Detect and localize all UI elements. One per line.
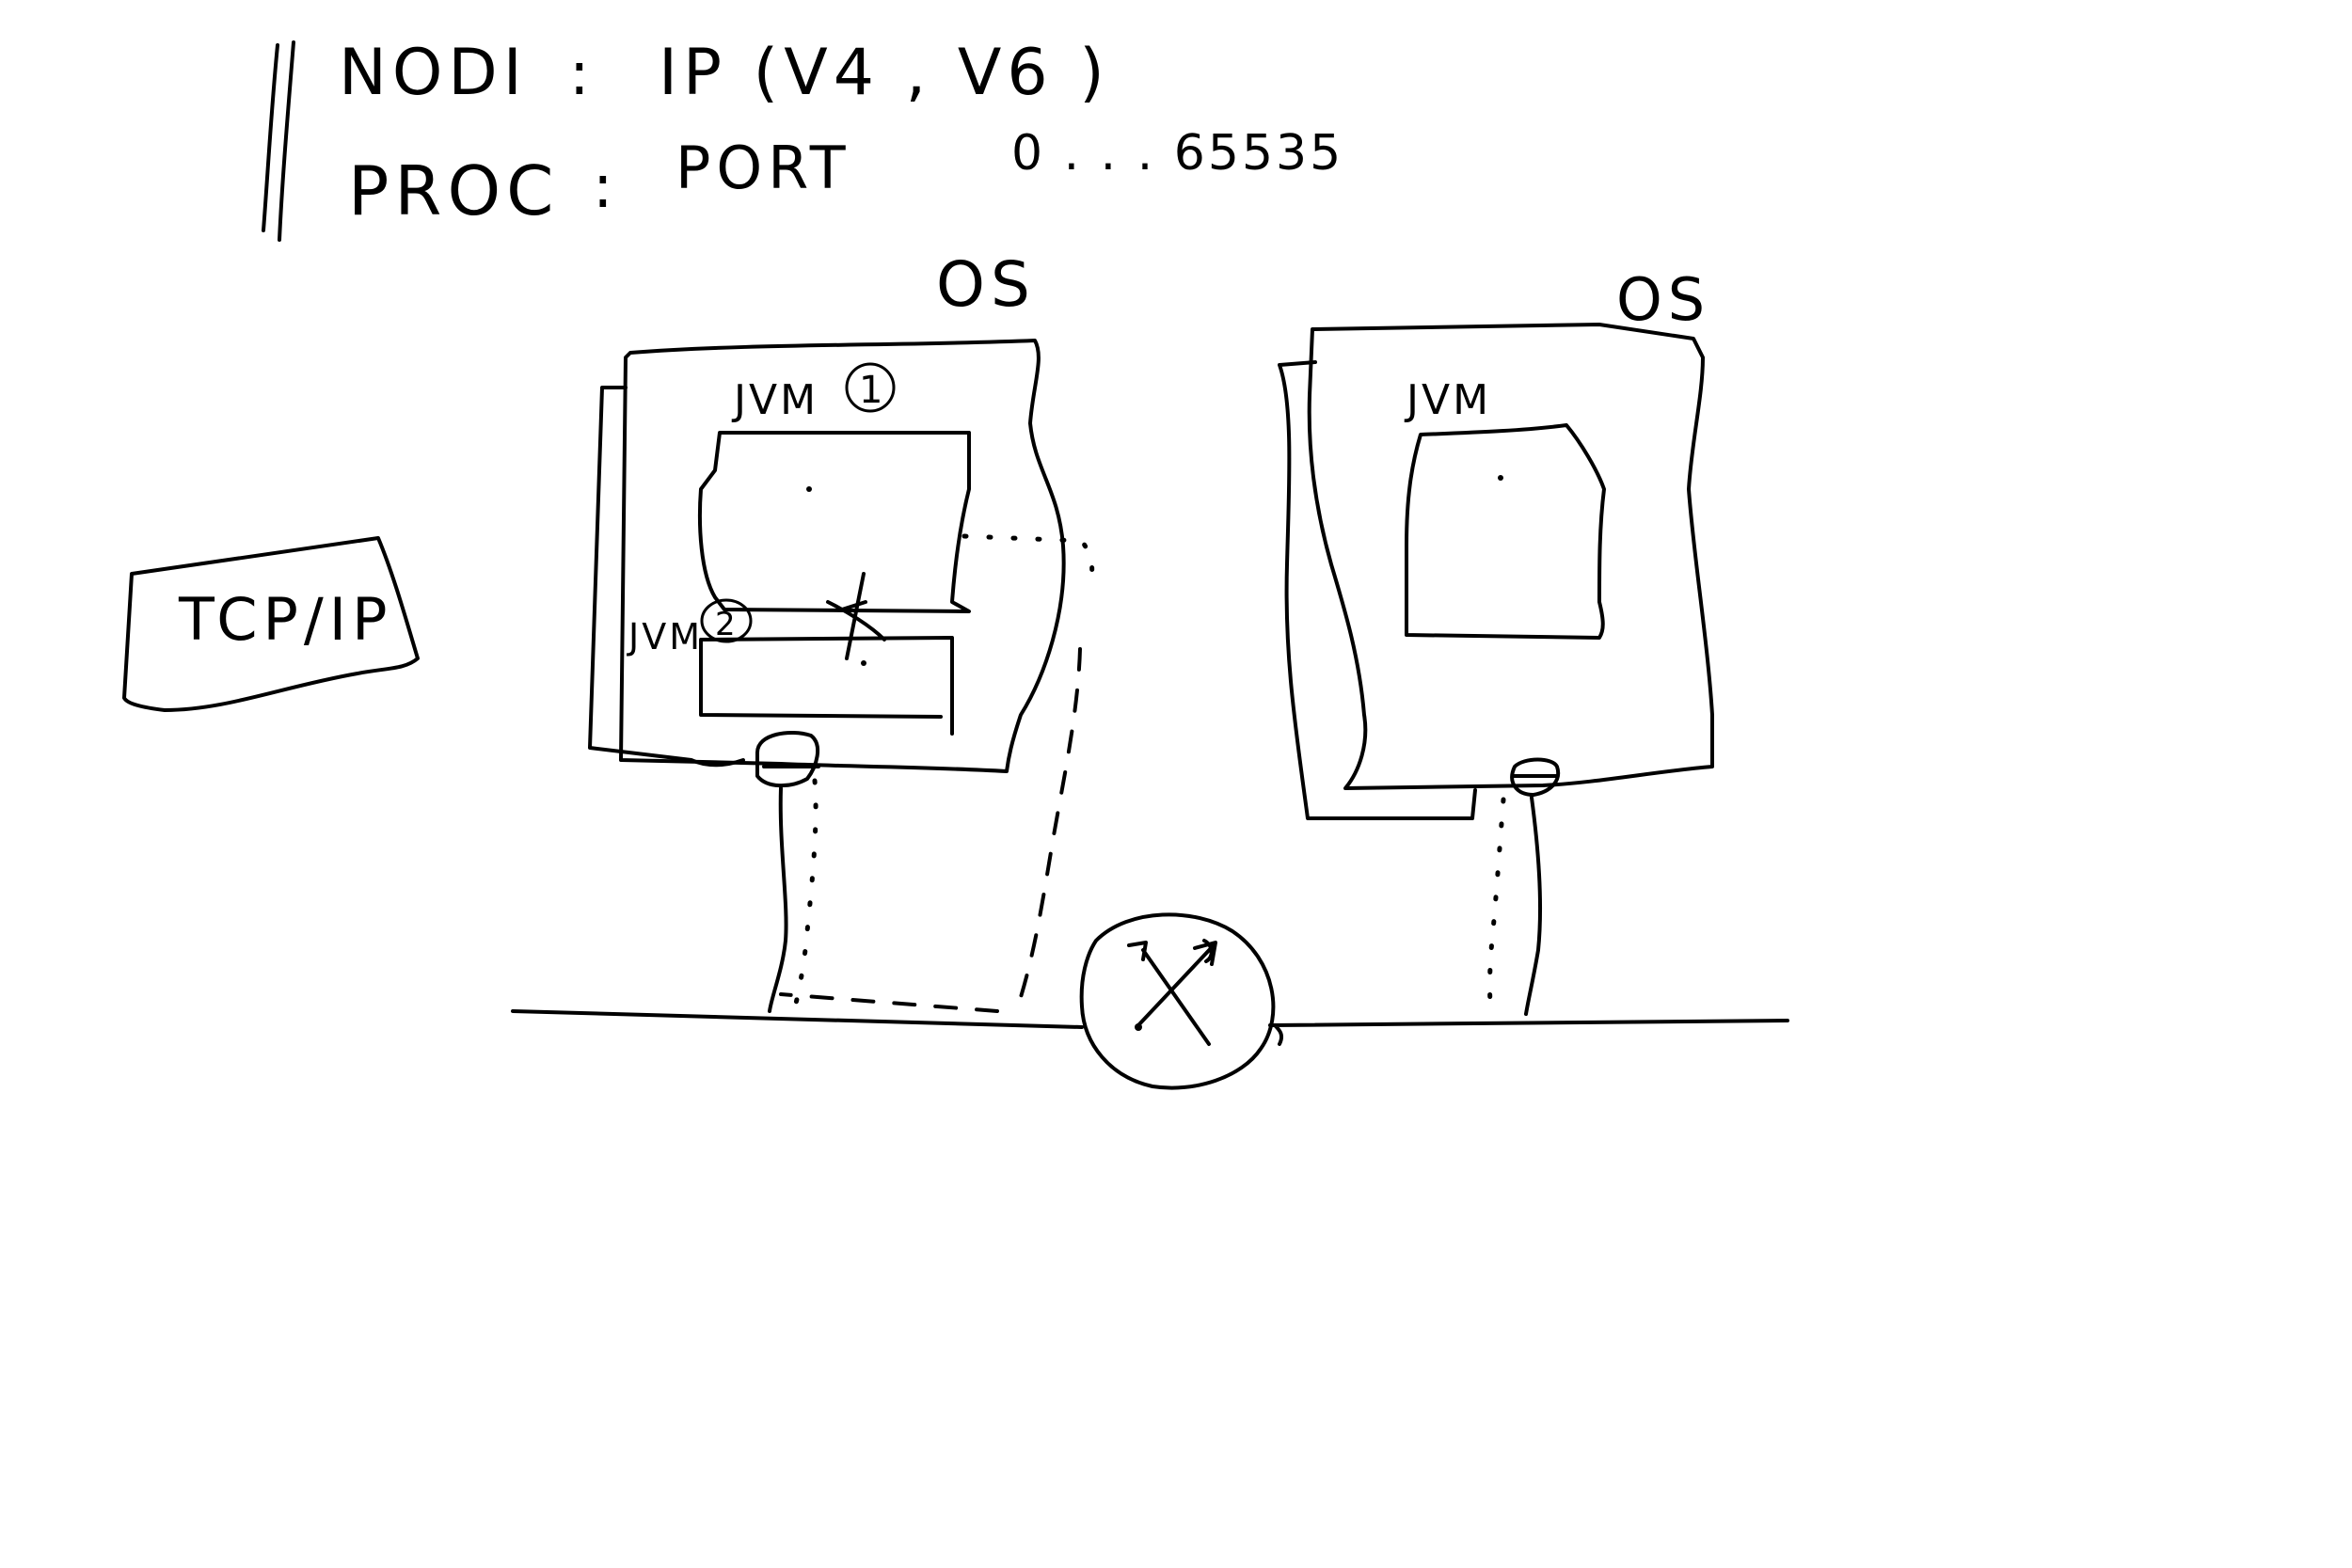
nodes-colon: : bbox=[569, 40, 596, 109]
tcpip-box: TCP/IP bbox=[122, 536, 420, 712]
left-cable bbox=[768, 786, 788, 1013]
jvm1-outgoing-dotted bbox=[961, 533, 1095, 581]
right-os-label: OS bbox=[1616, 265, 1710, 334]
right-host-back-frame bbox=[1278, 360, 1477, 820]
right-dotted-link bbox=[1487, 797, 1506, 1014]
left-port-socket bbox=[755, 731, 820, 788]
jvm1-box bbox=[697, 431, 971, 613]
proc-colon: : bbox=[593, 152, 619, 222]
jvm2-number-circle bbox=[700, 598, 753, 643]
left-os-label: OS bbox=[936, 248, 1036, 321]
jvm1-number-circle bbox=[845, 362, 896, 413]
router-arrow-dot bbox=[1135, 1023, 1142, 1031]
right-jvm-box bbox=[1405, 423, 1606, 640]
right-os-frame bbox=[1307, 323, 1714, 790]
jvm1-label: JVM bbox=[731, 376, 818, 424]
right-jvm-label: JVM bbox=[1404, 376, 1491, 424]
jvm2-number: 2 bbox=[715, 606, 739, 643]
nodes-value: IP (V4 , V6 ) bbox=[659, 36, 1110, 110]
router bbox=[1079, 912, 1276, 1090]
jvm2-process-dot bbox=[861, 660, 866, 666]
right-host: OS JVM bbox=[1278, 265, 1714, 1016]
router-icon bbox=[1079, 912, 1276, 1090]
left-os-frame bbox=[619, 339, 1066, 773]
left-host-back-frame bbox=[588, 386, 745, 768]
jvm2-box bbox=[699, 636, 954, 736]
network-line bbox=[511, 1009, 1789, 1046]
router-arrow-up bbox=[1136, 939, 1217, 1027]
jvm2-label: JVM bbox=[627, 616, 703, 657]
proc-label: PROC bbox=[348, 151, 559, 230]
left-host: OS JVM 1 JVM 2 bbox=[588, 248, 1095, 1013]
jvm1-number: 1 bbox=[859, 369, 885, 412]
header-notes: NODI : IP (V4 , V6 ) PROC : PORT 0 . . .… bbox=[262, 36, 1343, 242]
router-arrow-down bbox=[1127, 941, 1211, 1046]
tcpip-box-outline bbox=[122, 536, 420, 712]
right-port-socket bbox=[1510, 757, 1561, 797]
blocked-connection-mark bbox=[826, 572, 886, 660]
right-jvm-process-dot bbox=[1498, 475, 1503, 481]
jvm1-process-dot bbox=[806, 486, 812, 492]
left-dotted-link bbox=[792, 778, 818, 1009]
port-range: 0 . . . 65535 bbox=[1011, 125, 1343, 182]
jvm1-dashed-route bbox=[779, 647, 1082, 1013]
proc-value: PORT bbox=[675, 134, 851, 202]
right-cable bbox=[1524, 796, 1543, 1016]
nodes-label: NODI bbox=[339, 36, 528, 110]
header-double-bar bbox=[262, 40, 295, 242]
tcpip-label: TCP/IP bbox=[178, 585, 392, 654]
